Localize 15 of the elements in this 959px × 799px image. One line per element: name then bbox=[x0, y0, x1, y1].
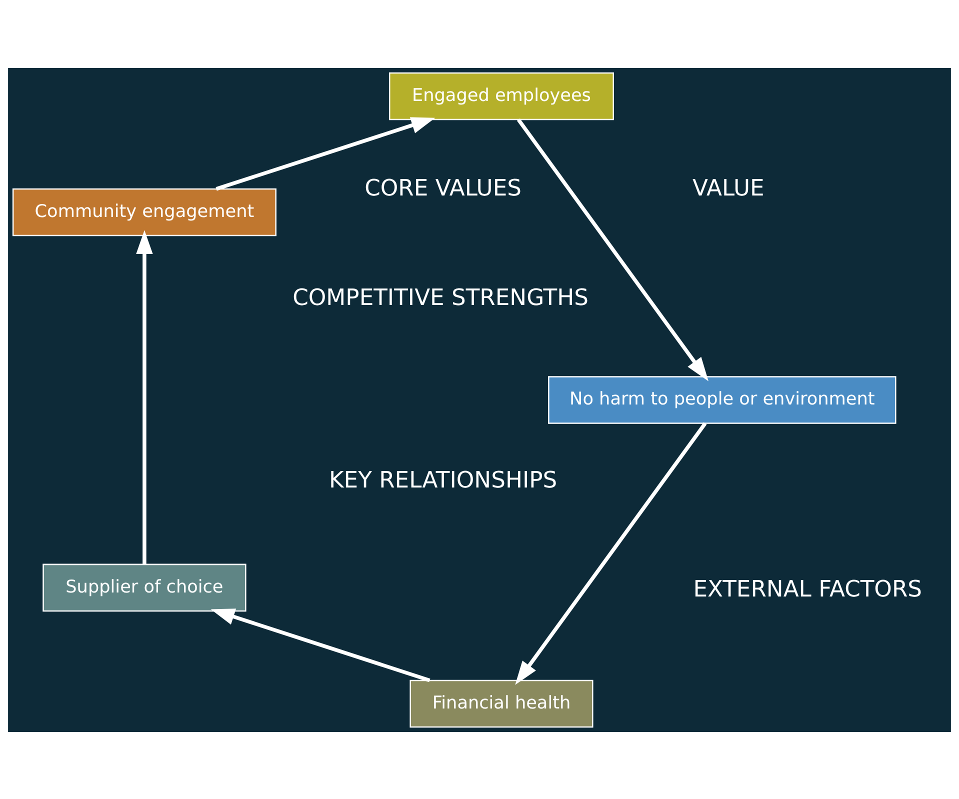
node-box: Community engagement bbox=[12, 188, 276, 236]
node-box: No harm to people or environment bbox=[548, 376, 896, 424]
arrow bbox=[515, 422, 707, 684]
label: COMPETITIVE STRENGTHS bbox=[292, 284, 588, 310]
arrow bbox=[516, 118, 708, 381]
label: VALUE bbox=[692, 175, 764, 202]
arrow bbox=[136, 230, 153, 564]
arrow bbox=[210, 608, 430, 682]
node-box: Engaged employees bbox=[388, 72, 614, 120]
arrow bbox=[216, 116, 436, 190]
node-box: Supplier of choice bbox=[42, 563, 246, 612]
node-box: Financial health bbox=[410, 679, 594, 728]
label: CORE VALUES bbox=[364, 175, 522, 202]
label: KEY RELATIONSHIPS bbox=[328, 466, 558, 493]
label: EXTERNAL FACTORS bbox=[693, 576, 922, 602]
